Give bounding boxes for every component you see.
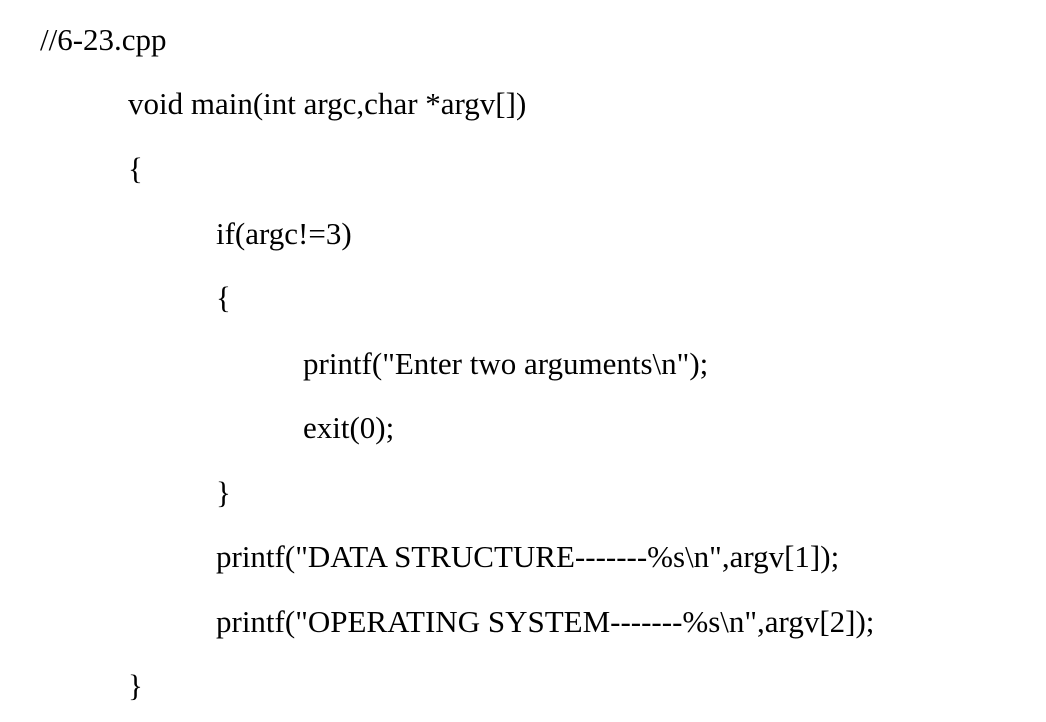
- code-line-main-signature: void main(int argc,char *argv[]): [128, 86, 527, 121]
- code-line-open-brace-main: {: [128, 151, 143, 186]
- code-line-close-brace-if: }: [216, 475, 231, 510]
- code-line-exit: exit(0);: [303, 410, 395, 445]
- code-line-filename-comment: //6-23.cpp: [40, 22, 167, 57]
- code-line-printf-enter-args: printf("Enter two arguments\n");: [303, 346, 709, 381]
- code-line-printf-operating-system: printf("OPERATING SYSTEM-------%s\n",arg…: [216, 604, 875, 639]
- code-line-printf-data-structure: printf("DATA STRUCTURE-------%s\n",argv[…: [216, 539, 840, 574]
- code-line-close-brace-main: }: [128, 668, 143, 703]
- code-line-if-condition: if(argc!=3): [216, 216, 352, 251]
- code-line-open-brace-if: {: [216, 280, 231, 315]
